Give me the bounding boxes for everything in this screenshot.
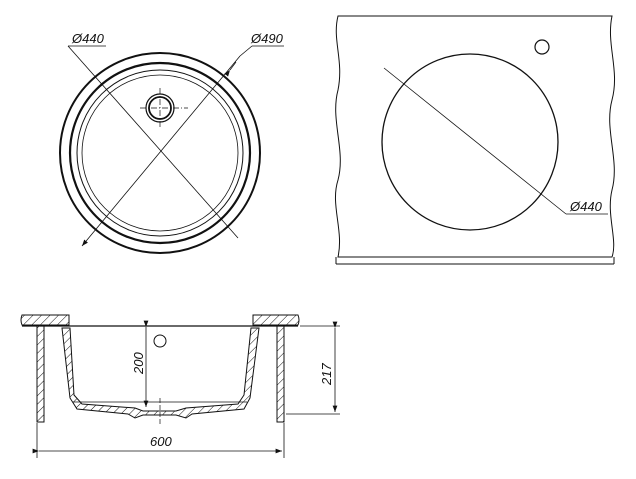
dimension-line-490 xyxy=(81,55,241,247)
cabinet-wall-left xyxy=(36,325,45,423)
sink-bowl-bottom xyxy=(81,74,239,232)
sink-bowl-inner xyxy=(76,69,244,237)
cutout-view xyxy=(335,15,615,265)
countertop-left xyxy=(20,314,70,326)
overflow-hole xyxy=(153,334,167,348)
dimension-line-440 xyxy=(67,45,239,239)
faucet-hole xyxy=(534,39,550,55)
sink-bowl-section xyxy=(61,327,260,419)
total-depth-label: 217 xyxy=(319,363,334,386)
countertop-outline xyxy=(335,15,615,258)
top-view xyxy=(59,45,284,254)
cutout-circle xyxy=(381,53,559,231)
section-view xyxy=(20,314,340,458)
outer-diameter-label: Ø490 xyxy=(250,31,284,46)
width-label: 600 xyxy=(150,434,172,449)
bowl-depth-label: 200 xyxy=(131,352,146,375)
cutout-diameter-label: Ø440 xyxy=(569,199,603,214)
sink-outer-rim xyxy=(59,52,261,254)
countertop-right xyxy=(252,314,300,326)
inner-diameter-label: Ø440 xyxy=(71,31,105,46)
drain-icon xyxy=(140,88,188,128)
cabinet-wall-right xyxy=(276,325,285,423)
